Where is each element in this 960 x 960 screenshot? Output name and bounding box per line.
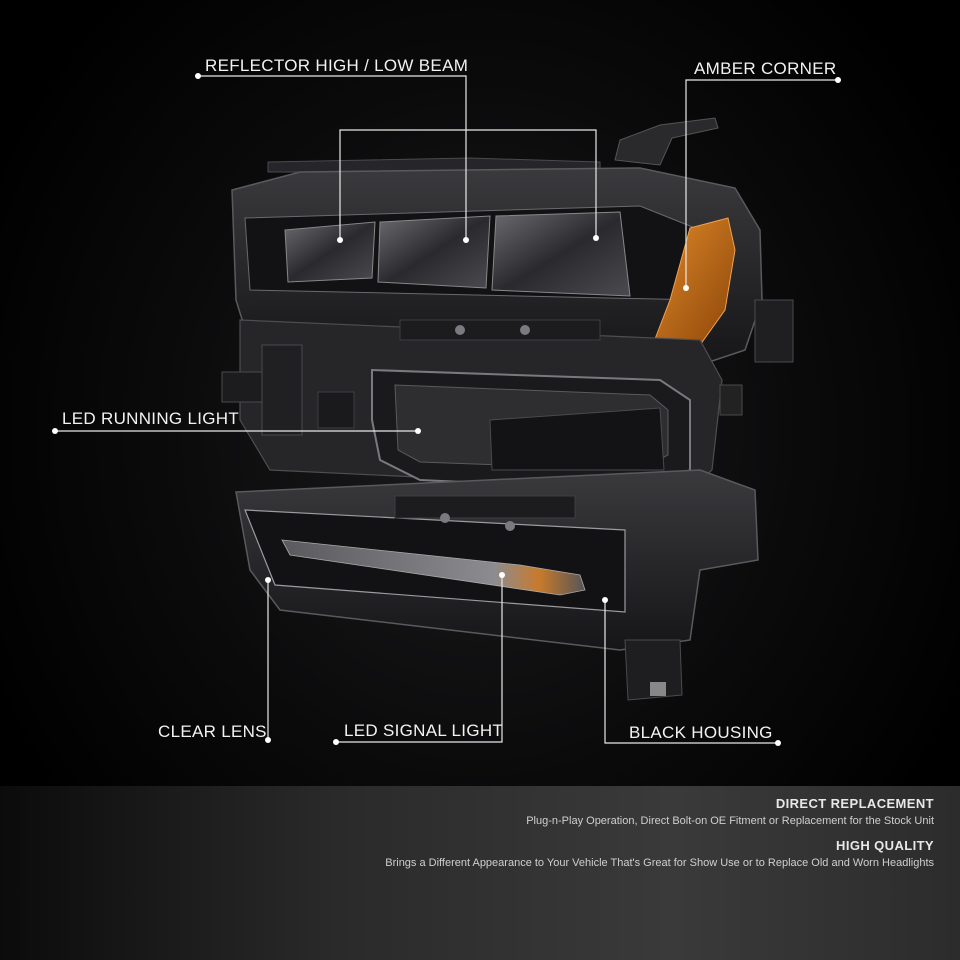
feature-direct-replacement: DIRECT REPLACEMENT Plug-n-Play Operation…: [526, 796, 934, 827]
callout-clear-lens: CLEAR LENS: [158, 722, 267, 741]
callout-led-running-light: LED RUNNING LIGHT: [62, 409, 240, 428]
feature-description: Brings a Different Appearance to Your Ve…: [385, 857, 934, 869]
callout-amber-corner: AMBER CORNER: [694, 59, 837, 78]
callout-led-signal-light: LED SIGNAL LIGHT: [344, 721, 504, 740]
callout-black-housing: BLACK HOUSING: [629, 723, 773, 742]
feature-banner: DIRECT REPLACEMENT Plug-n-Play Operation…: [0, 786, 960, 960]
reflector-module-2: [377, 215, 491, 289]
feature-high-quality: HIGH QUALITY Brings a Different Appearan…: [385, 838, 934, 869]
reflector-module-3: [491, 211, 631, 297]
led-signal-strip: [281, 539, 586, 596]
feature-title: DIRECT REPLACEMENT: [775, 796, 934, 811]
reflector-module-1: [284, 221, 376, 283]
feature-title: HIGH QUALITY: [836, 838, 934, 853]
callout-reflector-beam: REFLECTOR HIGH / LOW BEAM: [205, 56, 469, 75]
feature-description: Plug-n-Play Operation, Direct Bolt-on OE…: [526, 815, 934, 827]
